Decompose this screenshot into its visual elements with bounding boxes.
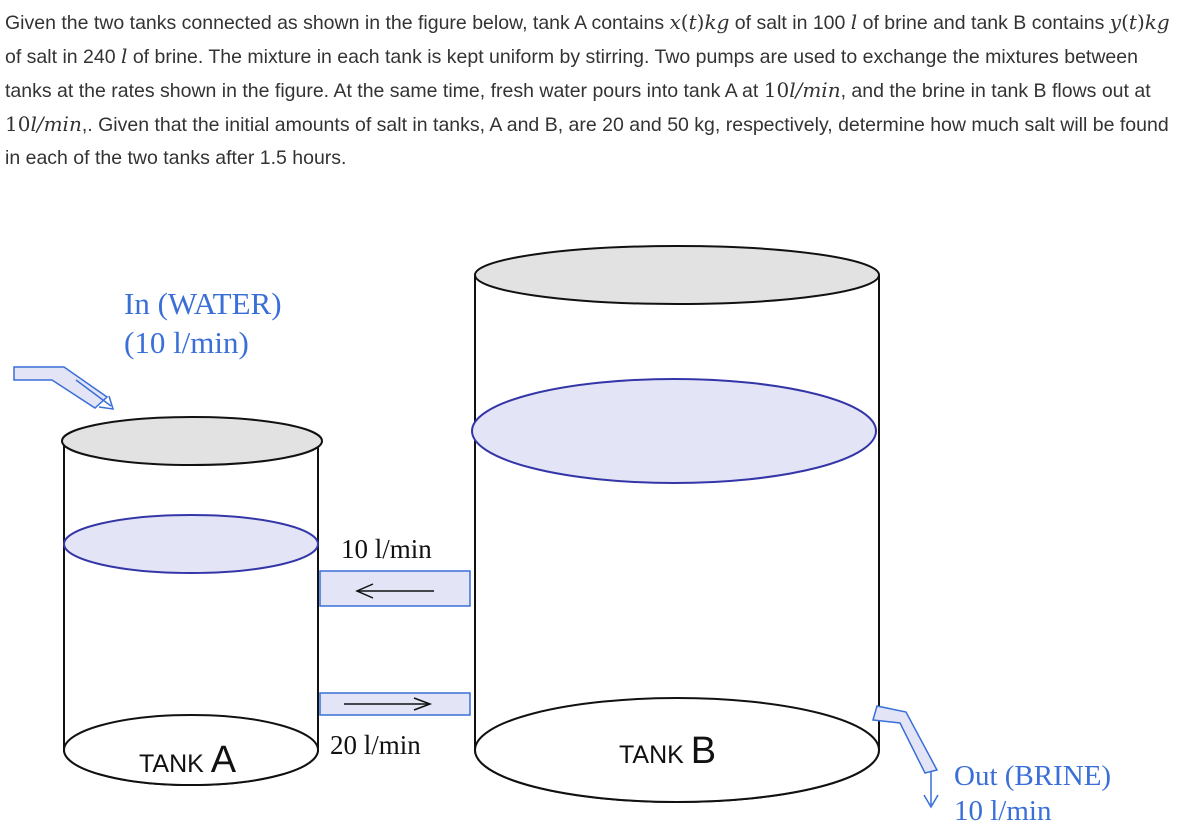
outflow-pipe bbox=[872, 705, 939, 774]
tank-b-lid bbox=[474, 245, 880, 305]
tank-a-label: TANK A bbox=[139, 739, 237, 781]
inflow-arrowhead bbox=[98, 395, 115, 410]
tank-b: TANK B bbox=[471, 245, 880, 803]
tank-a: TANK A bbox=[61, 416, 323, 786]
math-paren: ) bbox=[696, 10, 705, 34]
inflow-arrow bbox=[75, 379, 112, 407]
math-rate-out-unit: l/min bbox=[30, 112, 82, 136]
outflow-arrowhead bbox=[923, 794, 939, 809]
problem-segment: Given the two tanks connected as shown i… bbox=[5, 12, 670, 34]
pipe-a-to-b: 20 l/min bbox=[319, 692, 471, 760]
tank-b-water-surface bbox=[471, 378, 877, 484]
math-unit-l: l bbox=[850, 10, 858, 34]
outflow: Out (BRINE) 10 l/min bbox=[872, 705, 1111, 827]
tank-a-lid bbox=[61, 416, 323, 466]
tank-a-bottom bbox=[63, 714, 319, 786]
math-rate-in-number: 10 bbox=[763, 78, 790, 102]
pipe-b-to-a: 10 l/min bbox=[319, 534, 471, 607]
math-paren: ) bbox=[1136, 10, 1145, 34]
math-rate-out-number: 10 bbox=[5, 112, 31, 136]
inflow-label-line2: (10 l/min) bbox=[124, 325, 249, 360]
tank-a-water-surface bbox=[63, 514, 319, 574]
pipe-top bbox=[319, 570, 471, 607]
math-unit-kg: kg bbox=[1144, 10, 1170, 34]
pipe-top-label: 10 l/min bbox=[341, 534, 432, 564]
problem-segment: of salt in 240 bbox=[5, 46, 121, 68]
math-var-t: t bbox=[688, 10, 697, 34]
problem-segment: ,. Given that the initial amounts of sal… bbox=[5, 114, 1169, 169]
math-paren: ( bbox=[680, 10, 689, 34]
outflow-label-line2: 10 l/min bbox=[954, 795, 1052, 827]
tank-b-label: TANK B bbox=[619, 730, 716, 772]
outflow-label-line1: Out (BRINE) bbox=[954, 760, 1111, 792]
math-paren: ( bbox=[1121, 10, 1129, 34]
problem-segment: of brine and tank B contains bbox=[857, 12, 1110, 34]
math-rate-in-unit: l/min bbox=[789, 78, 841, 102]
inflow-label-line1: In (WATER) bbox=[124, 286, 282, 321]
math-unit-l: l bbox=[121, 44, 128, 68]
math-var-t: t bbox=[1128, 10, 1137, 34]
math-var-y: y bbox=[1109, 10, 1122, 34]
arrowhead-right bbox=[413, 697, 433, 711]
pipe-bottom-label: 20 l/min bbox=[330, 730, 421, 760]
tank-b-bottom bbox=[474, 697, 880, 803]
problem-segment: of brine. The mixture in each tank is ke… bbox=[5, 46, 1138, 102]
inflow: In (WATER) (10 l/min) bbox=[13, 286, 282, 410]
problem-segment: , and the brine in tank B flows out at bbox=[840, 80, 1151, 102]
math-unit-kg: kg bbox=[704, 10, 730, 34]
arrowhead-left bbox=[355, 583, 374, 599]
problem-text: Given the two tanks connected as shown i… bbox=[5, 6, 1175, 175]
math-var-x: x bbox=[669, 10, 681, 34]
problem-segment: of salt in 100 bbox=[729, 12, 851, 34]
inflow-pipe bbox=[13, 366, 109, 409]
